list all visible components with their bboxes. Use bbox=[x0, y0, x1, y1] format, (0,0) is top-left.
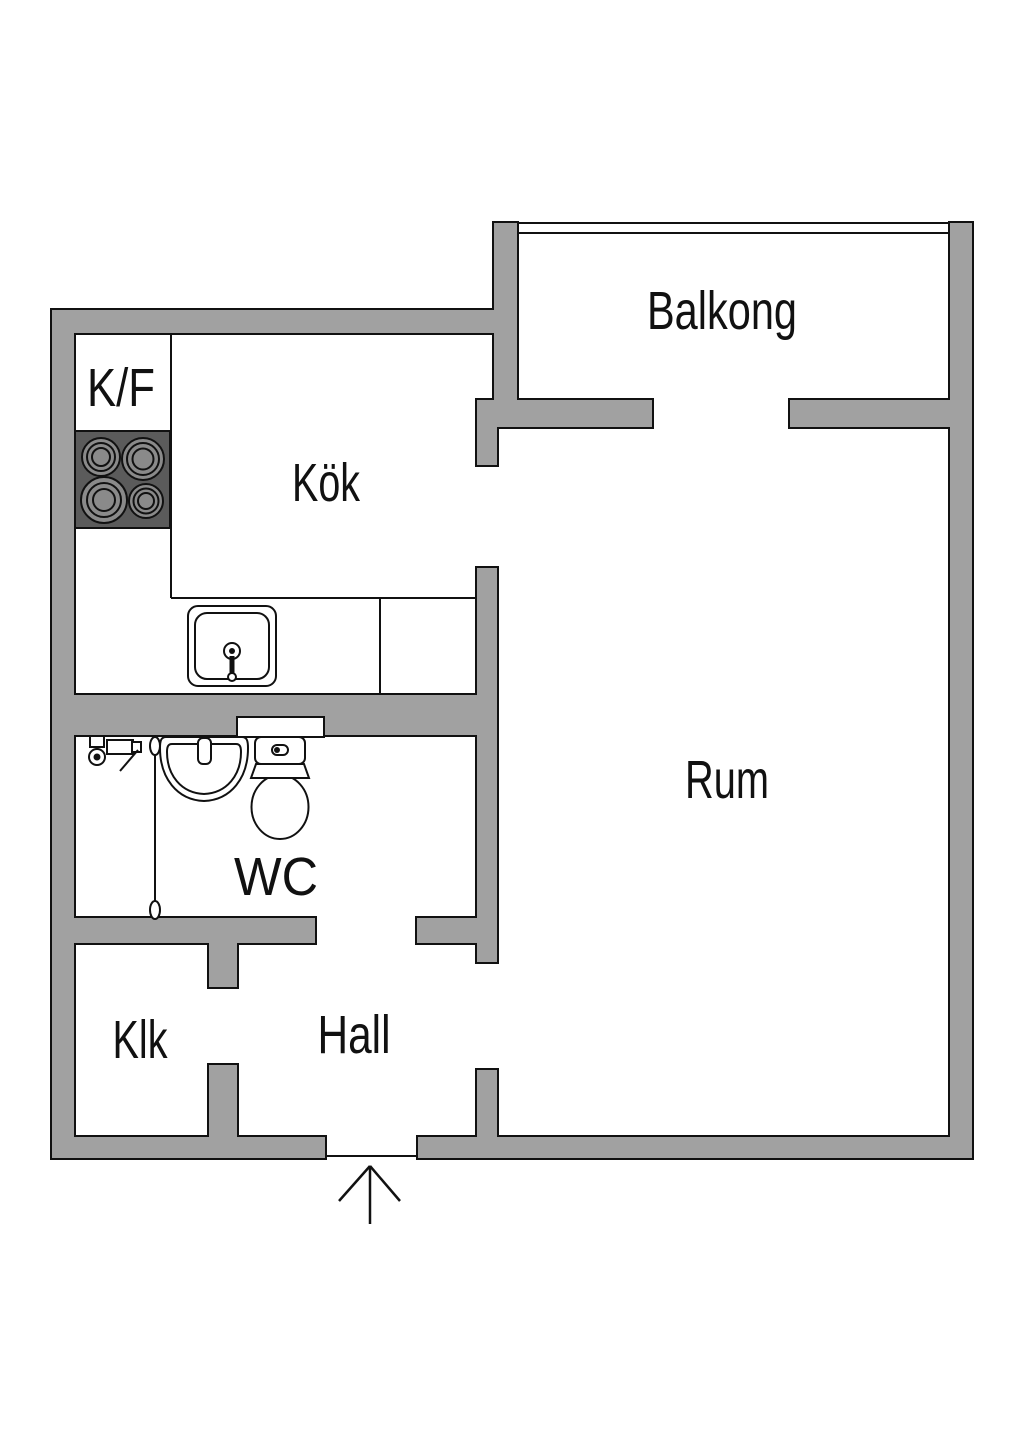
kitchen-sink-icon bbox=[187, 605, 277, 687]
wall-niche bbox=[236, 716, 325, 738]
washbasin-icon bbox=[158, 736, 250, 803]
walls bbox=[52, 223, 972, 1158]
room-label-kf: K/F bbox=[87, 358, 155, 418]
room-label-klk: Klk bbox=[113, 1010, 169, 1070]
entrance-arrow-icon bbox=[338, 1165, 401, 1224]
room-label-hall: Hall bbox=[318, 1005, 391, 1065]
room-label-kok: Kök bbox=[292, 453, 361, 513]
shower-mixer-icon bbox=[88, 735, 142, 772]
stove-icon bbox=[74, 430, 171, 529]
room-label-wc: WC bbox=[234, 847, 318, 907]
shower-rod-icon bbox=[149, 736, 161, 920]
room-label-balkong: Balkong bbox=[647, 281, 797, 341]
balcony-railing bbox=[494, 222, 972, 234]
room-label-rum: Rum bbox=[685, 750, 769, 810]
toilet-icon bbox=[249, 736, 311, 840]
